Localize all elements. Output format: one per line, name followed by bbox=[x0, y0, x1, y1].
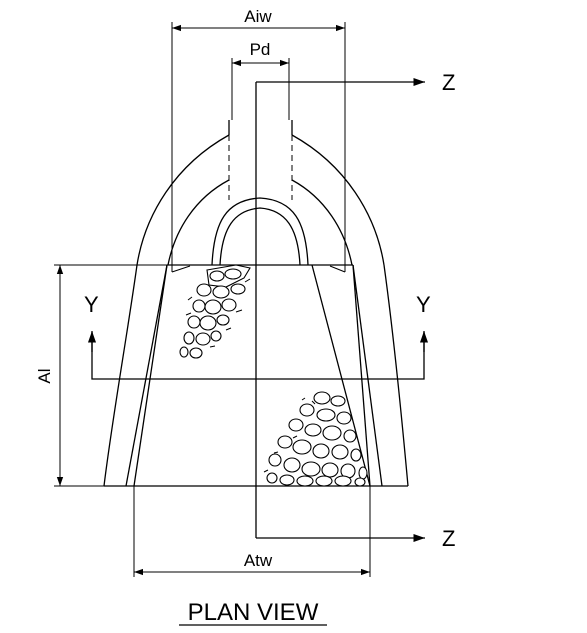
drawing-title: PLAN VIEW bbox=[188, 599, 319, 626]
riprap-left bbox=[179, 264, 251, 359]
headwall-outline bbox=[136, 134, 385, 266]
section-z-top-label: Z bbox=[442, 70, 455, 95]
dimension-aiw-label: Aiw bbox=[244, 7, 272, 26]
pipe-outline bbox=[211, 120, 309, 266]
section-z-line bbox=[255, 77, 425, 543]
dimension-atw bbox=[133, 486, 371, 577]
dimension-aiw bbox=[171, 22, 346, 273]
dimension-al bbox=[54, 264, 167, 487]
dimension-pd-label: Pd bbox=[250, 40, 271, 59]
section-y-left-label: Y bbox=[84, 292, 99, 317]
section-y-line bbox=[87, 331, 429, 380]
dimension-al-label: Al bbox=[35, 368, 54, 383]
wingwalls bbox=[103, 264, 409, 487]
dimension-atw-label: Atw bbox=[244, 551, 273, 570]
riprap-right bbox=[263, 391, 368, 487]
section-z-bottom-label: Z bbox=[442, 526, 455, 551]
section-y-right-label: Y bbox=[416, 292, 431, 317]
dimension-pd bbox=[231, 58, 290, 120]
